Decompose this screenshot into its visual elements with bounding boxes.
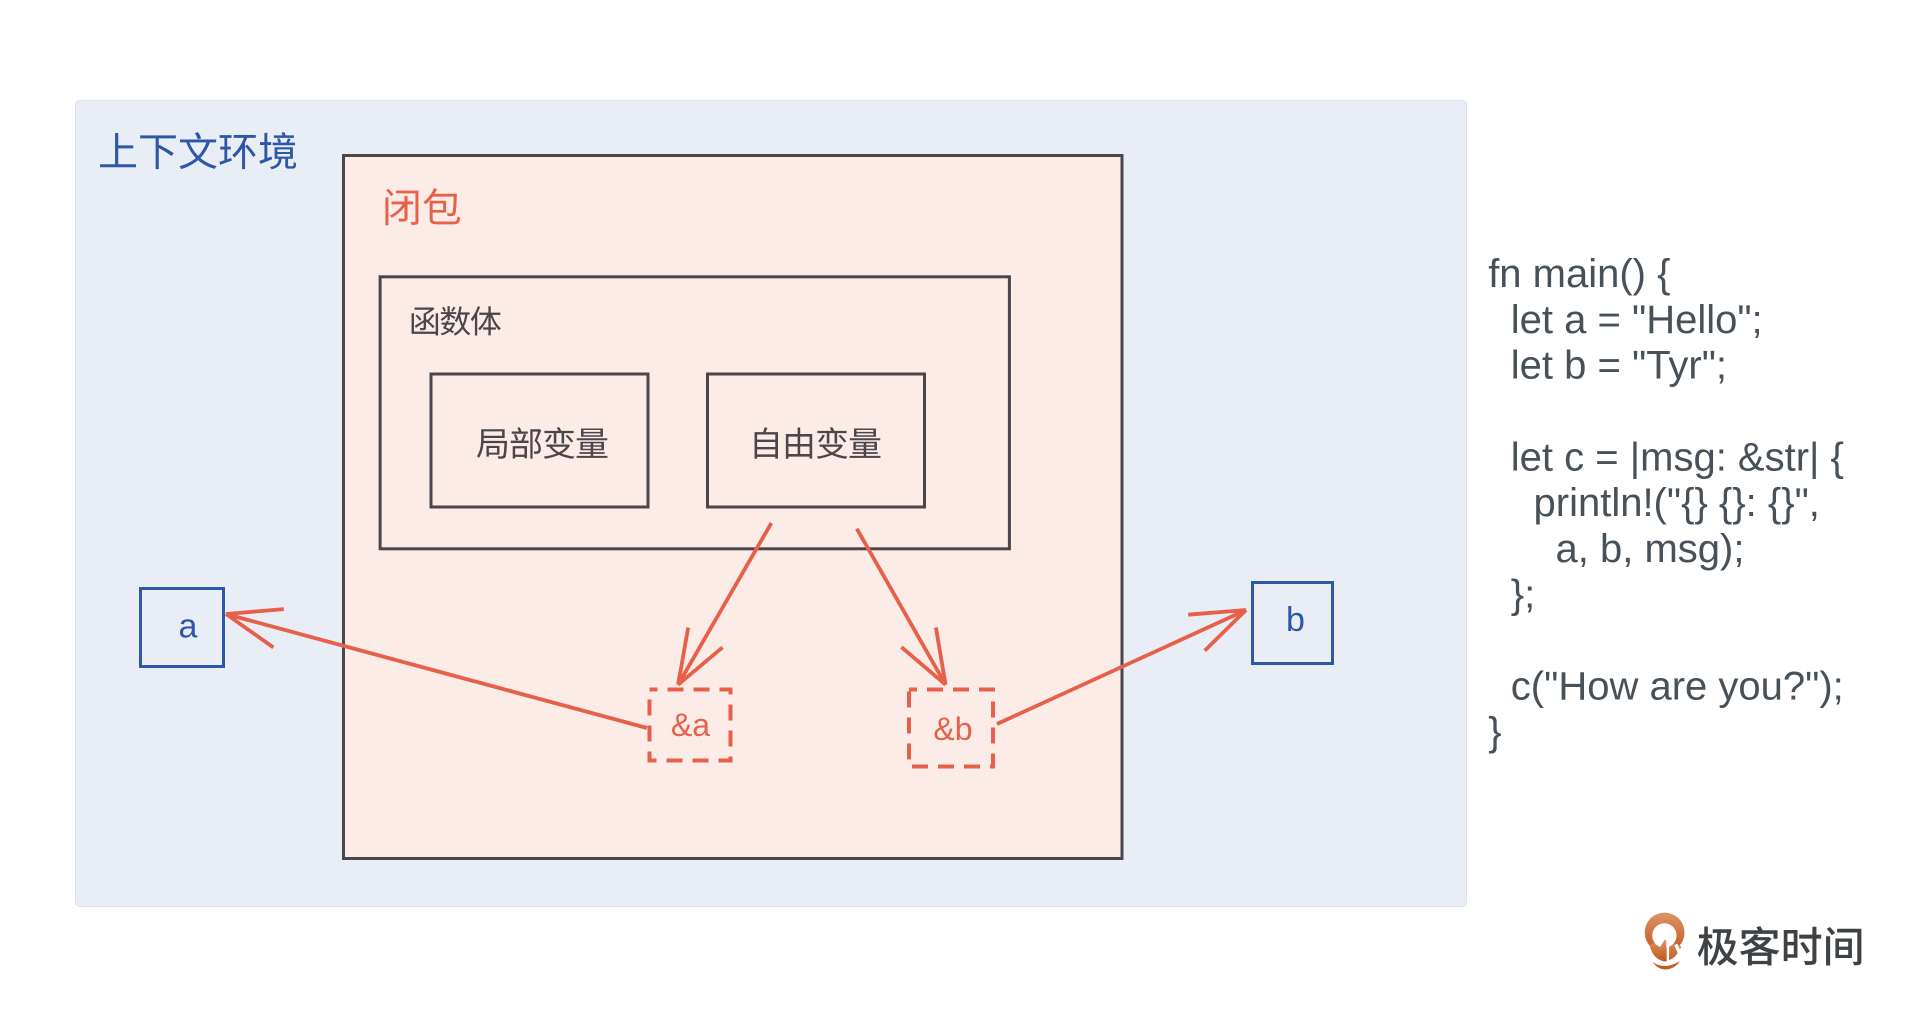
svg-text:println!("{} {}: {}",: println!("{} {}: {}", (1534, 481, 1820, 525)
svg-text:&a: &a (671, 707, 710, 743)
svg-text:let a = "Hello";: let a = "Hello"; (1511, 298, 1763, 342)
svg-text:b: b (1286, 601, 1305, 639)
svg-text:c("How are you?");: c("How are you?"); (1511, 664, 1844, 708)
svg-text:};: }; (1511, 573, 1535, 617)
svg-text:}: } (1488, 710, 1501, 754)
svg-text:a, b, msg);: a, b, msg); (1556, 527, 1745, 571)
svg-text:let c = |msg: &str| {: let c = |msg: &str| { (1511, 435, 1844, 479)
svg-text:&b: &b (933, 711, 972, 747)
svg-text:a: a (179, 608, 198, 646)
svg-text:let b = "Tyr";: let b = "Tyr"; (1511, 344, 1727, 388)
svg-text:fn main() {: fn main() { (1488, 252, 1670, 296)
